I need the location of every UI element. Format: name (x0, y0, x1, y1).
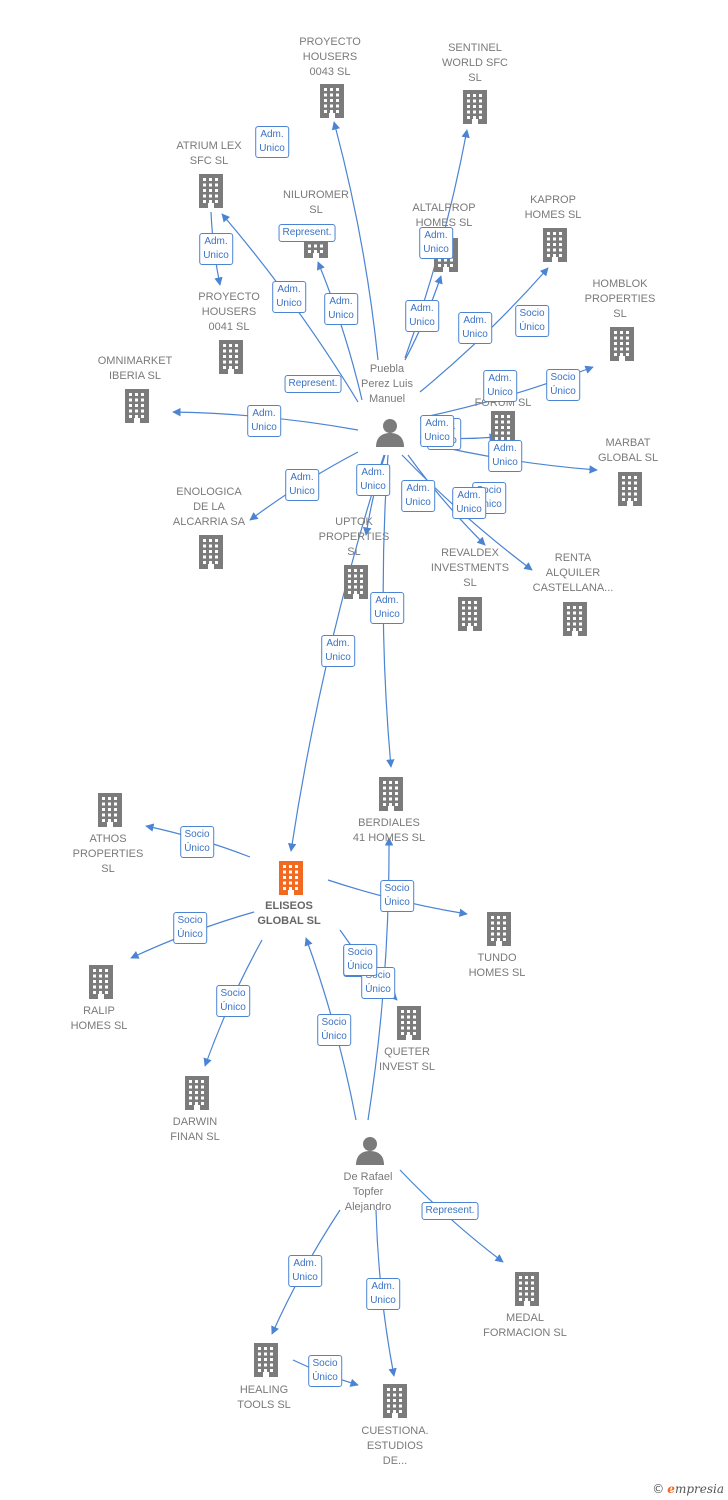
building-icon[interactable] (484, 911, 514, 947)
relation-badge[interactable]: Adm. Unico (483, 370, 517, 402)
relation-badge[interactable]: Adm. Unico (321, 635, 355, 667)
relation-badge[interactable]: Adm. Unico (452, 487, 486, 519)
node-label[interactable]: ENOLOGICA DE LA ALCARRIA SA (172, 486, 246, 528)
node-label[interactable]: HEALING TOOLS SL (237, 1384, 291, 1411)
building-icon[interactable] (380, 1383, 410, 1419)
relation-badge[interactable]: Socio Único (308, 1355, 342, 1387)
building-icon[interactable] (607, 326, 637, 362)
node-label[interactable]: PROYECTO HOUSERS 0041 SL (198, 291, 260, 333)
building-icon[interactable] (251, 1342, 281, 1378)
relation-badge[interactable]: Adm. Unico (356, 464, 390, 496)
building-icon[interactable] (95, 792, 125, 828)
node-label[interactable]: ATRIUM LEX SFC SL (176, 140, 242, 167)
relation-badge[interactable]: Adm. Unico (199, 233, 233, 265)
relation-badge[interactable]: Adm. Unico (401, 480, 435, 512)
relation-badge[interactable]: Adm. Unico (405, 300, 439, 332)
building-icon[interactable] (512, 1271, 542, 1307)
building-icon[interactable] (122, 388, 152, 424)
node-label[interactable]: MARBAT GLOBAL SL (597, 437, 659, 464)
relation-badge[interactable]: Adm. Unico (420, 415, 454, 447)
node-label[interactable]: SENTINEL WORLD SFC SL (442, 42, 508, 84)
node-label[interactable]: ALTALPROP HOMES SL (412, 202, 476, 229)
relation-badge[interactable]: Adm. Unico (255, 126, 289, 158)
building-icon[interactable] (488, 410, 518, 446)
building-icon[interactable] (182, 1075, 212, 1111)
node-label[interactable]: DARWIN FINAN SL (170, 1116, 220, 1143)
building-icon[interactable] (276, 860, 306, 896)
building-icon[interactable] (341, 564, 371, 600)
relation-badge[interactable]: Socio Único (180, 826, 214, 858)
logo-initial: e (667, 1482, 675, 1496)
relation-badge[interactable]: Adm. Unico (324, 293, 358, 325)
node-label[interactable]: REVALDEX INVESTMENTS SL (430, 547, 510, 589)
relation-badge[interactable]: Adm. Unico (288, 1255, 322, 1287)
building-icon[interactable] (540, 227, 570, 263)
relation-badge[interactable]: Adm. Unico (488, 440, 522, 472)
node-label[interactable]: BERDIALES 41 HOMES SL (352, 817, 426, 844)
building-icon[interactable] (394, 1005, 424, 1041)
node-label[interactable]: HOMBLOK PROPERTIES SL (584, 278, 656, 320)
empresia-logo: ©empresia (652, 1482, 724, 1496)
building-icon[interactable] (196, 534, 226, 570)
node-label[interactable]: KAPROP HOMES SL (524, 194, 582, 221)
relation-badge[interactable]: Adm. Unico (285, 469, 319, 501)
node-label[interactable]: PROYECTO HOUSERS 0043 SL (299, 36, 361, 78)
relation-badge[interactable]: Adm. Unico (366, 1278, 400, 1310)
person-icon[interactable] (355, 1135, 385, 1165)
building-icon[interactable] (196, 173, 226, 209)
edge-line (407, 454, 486, 546)
copyright-symbol: © (652, 1482, 665, 1496)
relation-badge[interactable]: Adm. Unico (272, 281, 306, 313)
relation-badge[interactable]: Socio Único (380, 880, 414, 912)
building-icon[interactable] (216, 339, 246, 375)
building-icon[interactable] (86, 964, 116, 1000)
node-label[interactable]: RALIP HOMES SL (70, 1005, 128, 1032)
person-icon[interactable] (375, 417, 405, 447)
relation-badge[interactable]: Socio Único (361, 967, 395, 999)
building-icon[interactable] (560, 601, 590, 637)
relation-badge[interactable]: Adm. Unico (370, 592, 404, 624)
building-icon[interactable] (376, 776, 406, 812)
edge-line (331, 121, 379, 361)
node-label[interactable]: UPTOK PROPERTIES SL (318, 516, 390, 558)
node-label[interactable]: NILUROMER SL (282, 189, 349, 216)
node-label[interactable]: CUESTIONA. ESTUDIOS DE... (361, 1425, 429, 1467)
node-label[interactable]: RENTA ALQUILER CASTELLANA... (532, 552, 614, 594)
building-icon[interactable] (615, 471, 645, 507)
relation-badge[interactable]: Represent. (421, 1202, 479, 1220)
relation-badge[interactable]: Adm. Unico (247, 405, 281, 437)
node-label[interactable]: ELISEOS GLOBAL SL (257, 900, 321, 927)
building-icon[interactable] (455, 596, 485, 632)
relation-badge[interactable]: Socio Único (546, 369, 580, 401)
node-label[interactable]: MEDAL FORMACION SL (483, 1312, 567, 1339)
building-icon[interactable] (317, 83, 347, 119)
relation-badge[interactable]: Socio Único (173, 912, 207, 944)
node-label[interactable]: QUETER INVEST SL (378, 1046, 436, 1073)
edge-line (316, 261, 363, 401)
relation-badge[interactable]: Socio Único (343, 944, 377, 976)
node-label[interactable]: Puebla Perez Luis Manuel (361, 363, 413, 405)
relation-badge[interactable]: Socio Único (216, 985, 250, 1017)
node-label[interactable]: TUNDO HOMES SL (468, 952, 526, 979)
relation-badge[interactable]: Adm. Unico (419, 227, 453, 259)
building-icon[interactable] (460, 89, 490, 125)
logo-text: mpresia (674, 1482, 724, 1496)
relation-badge[interactable]: Socio Único (515, 305, 549, 337)
relation-badge[interactable]: Adm. Unico (458, 312, 492, 344)
relation-badge[interactable]: Represent. (284, 375, 342, 393)
node-label[interactable]: De Rafael Topfer Alejandro (343, 1171, 393, 1213)
relation-badge[interactable]: Socio Único (317, 1014, 351, 1046)
node-label[interactable]: OMNIMARKET IBERIA SL (97, 355, 173, 382)
relation-badge[interactable]: Represent. (278, 224, 336, 242)
node-label[interactable]: ATHOS PROPERTIES SL (72, 833, 144, 875)
